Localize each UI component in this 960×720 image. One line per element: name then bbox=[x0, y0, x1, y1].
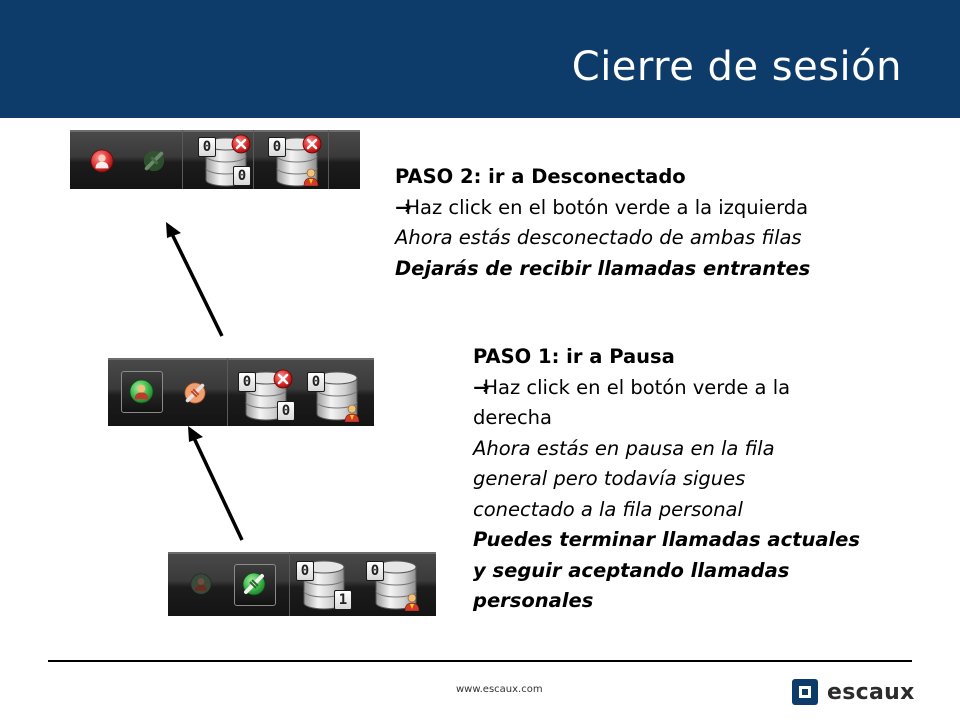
queue-count-badge: 0 bbox=[277, 401, 295, 421]
personal-queue-person-icon bbox=[404, 593, 420, 611]
plug-icon[interactable] bbox=[142, 149, 166, 173]
step1-emphasis-1: Puedes terminar llamadas actuales bbox=[473, 528, 861, 551]
queue-count-badge: 0 bbox=[268, 137, 286, 157]
step1-heading: PASO 1: ir a Pausa bbox=[473, 345, 675, 368]
x-mark-icon bbox=[302, 134, 322, 154]
step2-text-block: PASO 2: ir a Desconectado →Haz click en … bbox=[395, 162, 810, 284]
escaux-logo: escaux bbox=[792, 679, 915, 705]
green-agent-icon[interactable] bbox=[129, 379, 154, 404]
queue-count-badge: 0 bbox=[233, 166, 251, 186]
step1-text-block: PASO 1: ir a Pausa →Haz click en el botó… bbox=[473, 342, 860, 617]
personal-queue-person-icon bbox=[303, 168, 319, 186]
toolbar-separator bbox=[289, 552, 290, 616]
step2-instruction-line: →Haz click en el botón verde a la izquie… bbox=[395, 193, 810, 224]
step1-emphasis-2: y seguir aceptando llamadas bbox=[473, 558, 790, 582]
queue-count-badge: 0 bbox=[296, 561, 314, 581]
x-mark-icon bbox=[231, 134, 251, 154]
step1-emphasis-3: personales bbox=[473, 589, 594, 612]
toolbar-highlight bbox=[70, 130, 360, 132]
toolbar-highlight bbox=[108, 358, 374, 360]
footer-divider bbox=[48, 660, 912, 662]
right-arrow-icon: → bbox=[473, 375, 490, 399]
step2-instruction: Haz click en el botón verde a la izquier… bbox=[405, 195, 809, 219]
arrow-to-disconnected bbox=[166, 222, 224, 337]
toolbar-separator bbox=[328, 130, 329, 189]
step2-note: Ahora estás desconectado de ambas filas bbox=[395, 226, 802, 249]
step1-note-3: conectado a la fila personal bbox=[473, 497, 743, 521]
queue-count-badge: 0 bbox=[198, 137, 216, 157]
arrow-to-paused bbox=[188, 426, 244, 541]
queue-count-badge: 0 bbox=[307, 372, 325, 392]
toolbar-separator bbox=[253, 130, 254, 189]
x-mark-icon bbox=[273, 369, 293, 389]
step1-instruction-line: →Haz click en el botón verde a la bbox=[473, 373, 860, 404]
right-arrow-icon: → bbox=[395, 195, 412, 219]
toolbar-state-disconnected: 0 0 0 bbox=[70, 130, 360, 189]
step1-instruction: Haz click en el botón verde a la bbox=[483, 375, 791, 399]
escaux-logo-text: escaux bbox=[827, 679, 915, 705]
toolbar-separator bbox=[227, 358, 228, 426]
step1-note-1: Ahora estás en pausa en la fila bbox=[473, 436, 775, 460]
escaux-logo-mark-icon bbox=[792, 679, 818, 705]
status-button-frame[interactable] bbox=[121, 371, 163, 413]
toolbar-highlight bbox=[168, 552, 436, 554]
step1-instruction-cont: derecha bbox=[473, 406, 552, 429]
slide-header: Cierre de sesión bbox=[0, 0, 960, 118]
toolbar-separator bbox=[182, 130, 183, 189]
footer-url[interactable]: www.escaux.com bbox=[456, 684, 543, 695]
plug-icon[interactable] bbox=[183, 381, 207, 405]
toolbar-state-connected: 0 1 0 bbox=[168, 552, 436, 616]
step2-heading: PASO 2: ir a Desconectado bbox=[395, 165, 686, 188]
queue-count-badge: 0 bbox=[238, 372, 256, 392]
slide-title: Cierre de sesión bbox=[571, 44, 902, 90]
step1-note-2: general pero todavía sigues bbox=[473, 467, 746, 490]
step2-warning: Dejarás de recibir llamadas entrantes bbox=[395, 256, 811, 280]
agent-icon[interactable] bbox=[190, 573, 212, 595]
green-plug-icon[interactable] bbox=[241, 571, 267, 597]
red-agent-icon[interactable] bbox=[90, 149, 114, 173]
queue-count-badge: 0 bbox=[366, 561, 384, 581]
personal-queue-person-icon bbox=[344, 404, 360, 422]
queue-count-badge: 1 bbox=[334, 590, 352, 610]
toolbar-state-paused: 0 0 0 bbox=[108, 358, 374, 426]
